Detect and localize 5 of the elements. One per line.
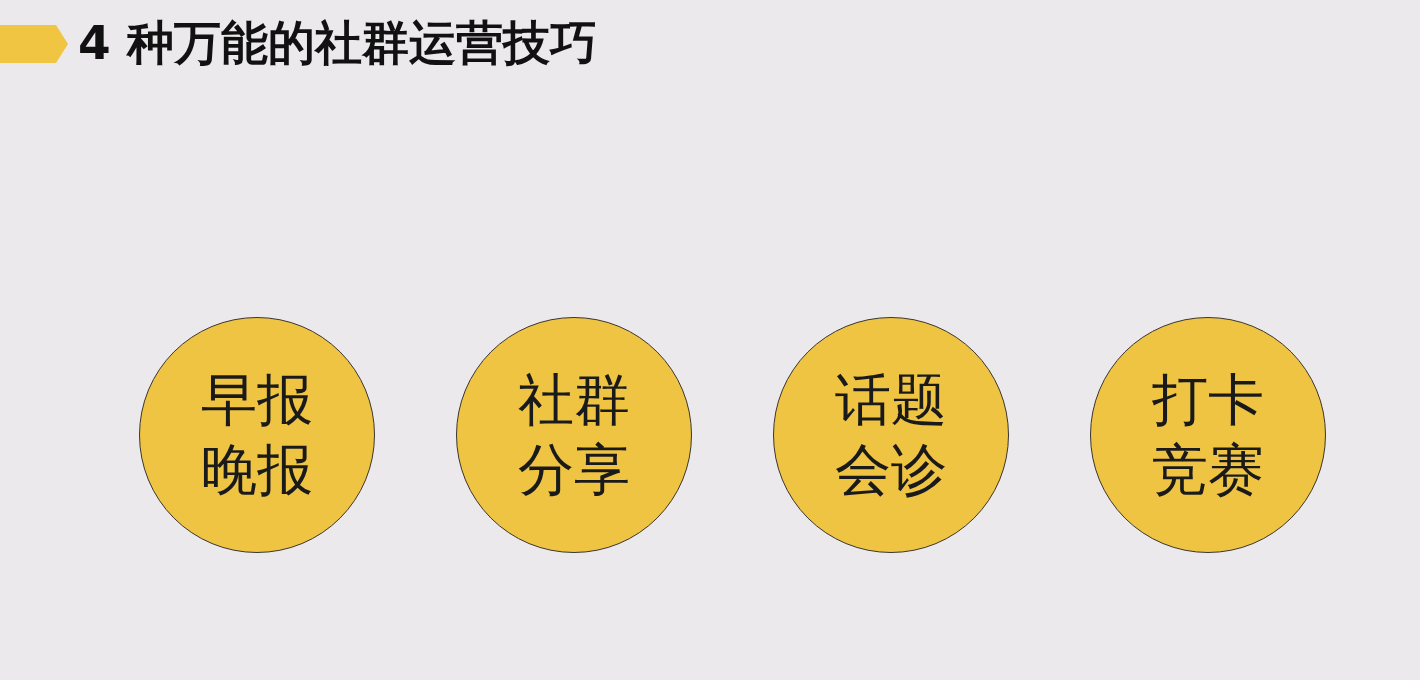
- circle-label: 早报晚报: [200, 366, 314, 504]
- title: 4 种万能的社群运营技巧: [78, 15, 598, 71]
- circle-label: 话题会诊: [834, 366, 948, 504]
- circle-label: 打卡竞赛: [1151, 366, 1265, 504]
- circle-label: 社群分享: [517, 366, 631, 504]
